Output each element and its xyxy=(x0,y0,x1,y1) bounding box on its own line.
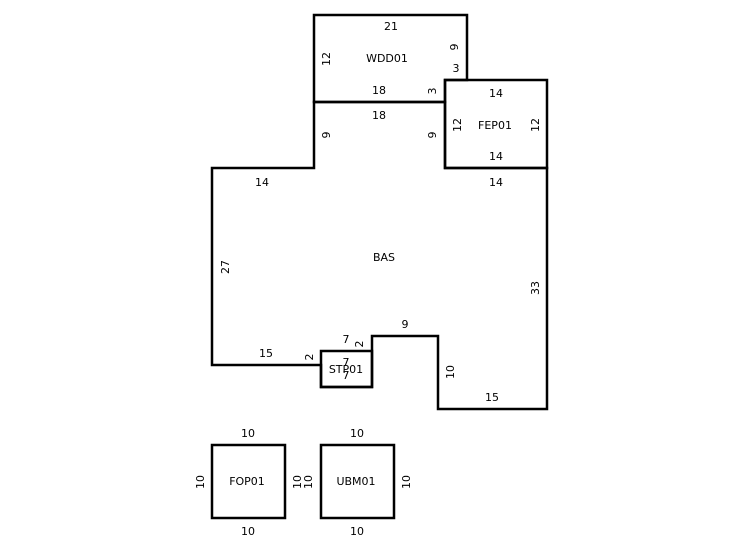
fop01-outline xyxy=(210,443,287,520)
bas-left-step-dim: 9 xyxy=(320,132,333,139)
stp01-outline xyxy=(319,349,374,389)
ubm01-outline xyxy=(319,443,396,520)
bas-bottom-left-dim: 15 xyxy=(259,347,273,360)
bas-bottom-right-dim: 15 xyxy=(485,391,499,404)
fop01-left-dim: 10 xyxy=(194,475,207,489)
wdd01-label: WDD01 xyxy=(366,52,408,65)
ubm01-left-dim: 10 xyxy=(302,475,315,489)
wdd01-step-dim: 3 xyxy=(426,88,439,95)
ubm01-right-dim: 10 xyxy=(400,475,413,489)
bas-outline xyxy=(210,100,549,411)
fop01-bottom-dim: 10 xyxy=(241,525,255,538)
ubm01-area: UBM01 10 10 10 10 xyxy=(302,427,413,538)
fep01-area: FEP01 14 12 12 14 xyxy=(443,78,549,170)
fop01-top-dim: 10 xyxy=(241,427,255,440)
bas-step-dim-a: 2 xyxy=(303,354,316,361)
fep01-top-dim: 14 xyxy=(489,87,503,100)
bas-left-dim: 27 xyxy=(219,260,232,274)
ubm01-label: UBM01 xyxy=(336,475,375,488)
stp01-area: STP01 7 7 xyxy=(319,349,374,389)
fep01-label: FEP01 xyxy=(478,119,512,132)
wdd01-right-step-dim: 3 xyxy=(453,62,460,75)
wdd01-right-dim: 9 xyxy=(448,44,461,51)
ubm01-top-dim: 10 xyxy=(350,427,364,440)
bas-right-dim: 33 xyxy=(529,281,542,295)
stp01-top-dim: 7 xyxy=(343,356,350,369)
fep01-left-dim: 12 xyxy=(451,118,464,132)
ubm01-bottom-dim: 10 xyxy=(350,525,364,538)
bas-step-dim-b: 2 xyxy=(353,341,366,348)
wdd01-left-dim: 12 xyxy=(320,52,333,66)
bas-area: BAS 18 9 9 14 14 27 33 15 2 7 2 9 10 15 xyxy=(210,100,549,411)
bas-right-top-dim: 14 xyxy=(489,176,503,189)
fop01-area: FOP01 10 10 10 10 xyxy=(194,427,304,538)
bas-left-top-dim: 14 xyxy=(255,176,269,189)
fop01-right-dim: 10 xyxy=(291,475,304,489)
bas-right-step-dim: 9 xyxy=(426,132,439,139)
stp01-label: STP01 xyxy=(329,363,363,376)
bas-top-dim: 18 xyxy=(372,109,386,122)
wdd01-top-dim: 21 xyxy=(384,20,398,33)
fop01-label: FOP01 xyxy=(229,475,265,488)
bas-label: BAS xyxy=(373,251,395,264)
bas-notch-top-dim: 9 xyxy=(402,318,409,331)
bas-notch-side-dim: 10 xyxy=(444,365,457,379)
stp01-bottom-dim: 7 xyxy=(343,369,350,382)
fep01-right-dim: 12 xyxy=(529,118,542,132)
bas-notch-left-dim: 7 xyxy=(343,333,350,346)
fep01-bottom-dim: 14 xyxy=(489,150,503,163)
wdd01-bottom-dim: 18 xyxy=(372,84,386,97)
